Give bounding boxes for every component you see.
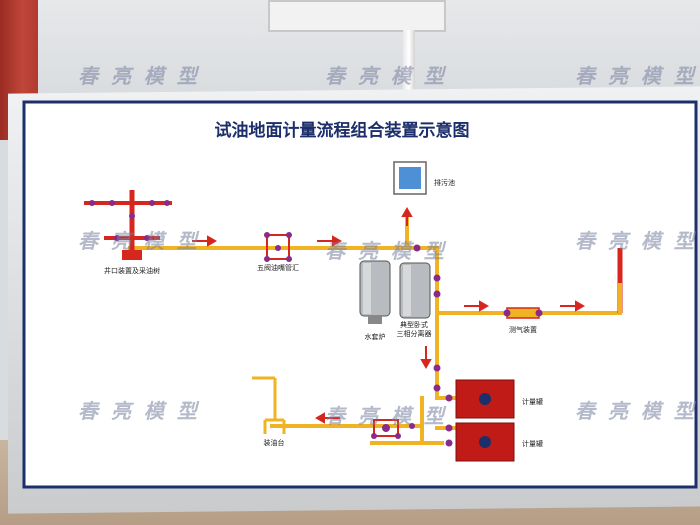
watermark: 春 亮 模 型 [575, 399, 697, 423]
valve-icon [445, 439, 453, 447]
watermark: 春 亮 模 型 [325, 239, 447, 263]
label-oil-loading: 装油台 [264, 438, 285, 447]
label-manifold: 五阀油嘴管汇 [257, 263, 299, 272]
valve-icon [433, 384, 441, 392]
water-heater-icon [359, 260, 391, 324]
label-tank-2: 计量罐 [522, 439, 543, 448]
diagram-svg: 试油地面计量流程组合装置示意图 井口装置及采油树 [22, 100, 698, 489]
wall-cabinet [268, 0, 446, 32]
flow-arrow-icon [192, 235, 218, 247]
metering-tank-icon [455, 379, 515, 419]
wellhead-tree-icon [84, 190, 172, 260]
separator-icon [399, 262, 431, 319]
flow-arrow-icon [317, 235, 343, 247]
valve-icon [445, 424, 453, 432]
flow-arrows [192, 206, 586, 424]
pump-manifold-icon [371, 419, 415, 439]
flow-arrow-icon [401, 206, 413, 226]
separator-valves [413, 244, 453, 447]
label-tank-1: 计量罐 [522, 397, 543, 406]
watermark: 春 亮 模 型 [78, 399, 200, 423]
board-title: 试油地面计量流程组合装置示意图 [215, 120, 470, 141]
flow-arrow-icon [560, 300, 586, 312]
watermark: 春 亮 模 型 [78, 229, 200, 253]
label-separator-line2: 三相分离器 [397, 329, 432, 338]
watermark: 春 亮 模 型 [325, 404, 447, 428]
watermark: 春 亮 模 型 [575, 229, 697, 253]
flow-arrow-icon [420, 346, 432, 370]
valve-icon [433, 290, 441, 298]
flow-arrow-icon [464, 300, 490, 312]
valve-icon [413, 244, 421, 252]
valve-icon [445, 394, 453, 402]
label-wellhead: 井口装置及采油树 [104, 266, 160, 275]
loading-rack-icon [252, 376, 286, 434]
label-gas-measure: 测气装置 [509, 325, 537, 334]
label-drain-pool: 排污池 [434, 178, 455, 187]
watermark: 春 亮 模 型 [78, 64, 200, 88]
watermark: 春 亮 模 型 [575, 64, 697, 88]
wall-pipe [403, 30, 415, 100]
watermark: 春 亮 模 型 [325, 64, 447, 88]
diagram-board: 试油地面计量流程组合装置示意图 井口装置及采油树 [22, 98, 700, 493]
label-water-heater: 水套炉 [365, 332, 386, 341]
metering-tank-icon [455, 422, 515, 462]
flow-arrow-icon [314, 412, 340, 424]
label-separator-line1: 典型卧式 [400, 320, 428, 329]
gas-measure-icon [503, 307, 543, 319]
valve-icon [433, 364, 441, 372]
manifold-valve-icon [264, 232, 292, 262]
valve-icon [433, 274, 441, 282]
drain-pool-icon [393, 161, 427, 195]
